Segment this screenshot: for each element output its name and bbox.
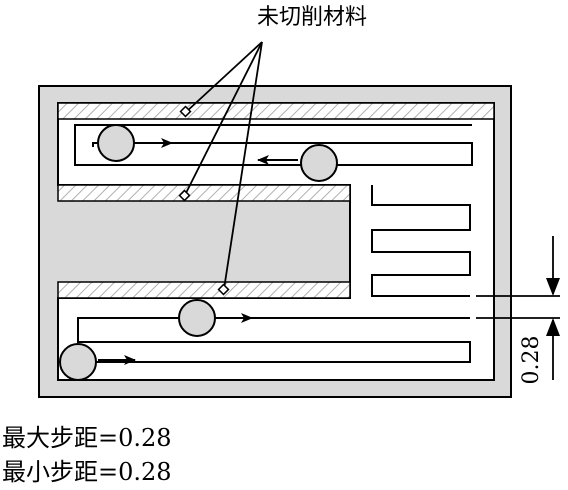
tool-circle-upper-left [97,124,135,162]
callout-markers [178,105,230,296]
uncut-strip-top [57,102,495,120]
tool-circle-upper-right [300,144,338,182]
dimension-arrow-down [546,278,560,296]
toolpath-right-comb [371,185,471,297]
max-step-caption: 最大步距=0.28 [2,424,172,452]
dimension-label: 0.28 [519,336,544,385]
callout-label: 未切削材料 [257,5,367,30]
dimension-arrow-up [546,318,560,336]
min-step-caption: 最小步距=0.28 [2,458,172,486]
tool-circle-lower-left [59,343,97,381]
tool-circle-lower-middle [178,299,216,337]
callout-leaders [184,41,263,290]
uncut-strip-middle [57,184,351,202]
uncut-strip-lower [57,281,351,299]
toolpath-upper [74,124,473,166]
